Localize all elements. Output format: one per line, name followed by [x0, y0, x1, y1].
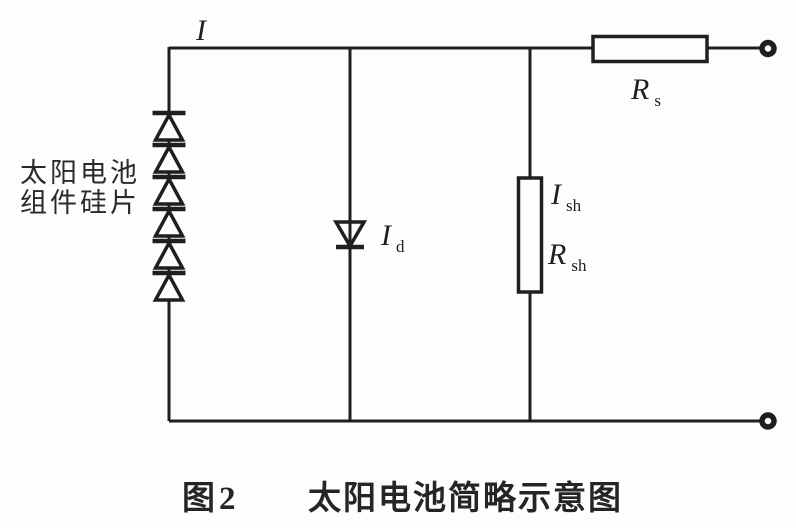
diode-current-label: I d — [380, 219, 405, 256]
shunt-current-label: I sh — [550, 178, 582, 215]
source-label-line2: 组件硅片 — [20, 188, 140, 218]
shunt-resistor — [516, 176, 544, 294]
output-terminal-bottom — [759, 412, 777, 430]
chain-diode — [152, 142, 186, 174]
chain-diode — [152, 110, 186, 142]
source-label-line1: 太阳电池 — [20, 158, 140, 188]
solar-cell-diode-chain — [152, 110, 186, 302]
output-current-label: I — [195, 14, 208, 47]
internal-diode — [332, 220, 368, 250]
caption-title: 太阳电池简略示意图 — [308, 479, 623, 517]
chain-diode — [152, 270, 186, 302]
wires — [167, 46, 760, 423]
series-resistor — [591, 34, 709, 64]
chain-diode — [152, 206, 186, 238]
chain-diode — [152, 238, 186, 270]
series-resistance-label: R s — [630, 73, 661, 110]
caption-number: 图2 — [182, 481, 240, 517]
output-terminal-top — [759, 39, 777, 58]
shunt-resistance-label: R sh — [547, 238, 587, 275]
chain-diode — [152, 174, 186, 206]
